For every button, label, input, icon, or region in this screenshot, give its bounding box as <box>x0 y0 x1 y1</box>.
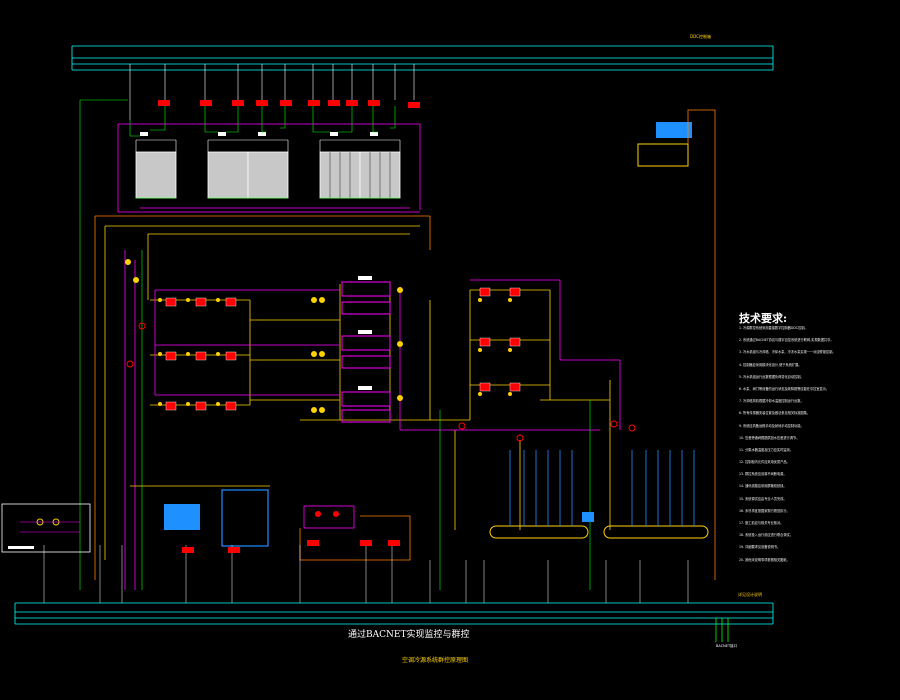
list-item: 4. 控制器应采用模块化设计,便于系统扩展。 <box>739 362 802 367</box>
list-item: 17. 施工前应与相关专业核对。 <box>739 521 784 525</box>
list-item: 8. 所有传感器安装位置及做法参见相关标准图集。 <box>739 411 810 416</box>
bottom-ddc-bus <box>14 602 774 625</box>
cooling-tower-icon <box>135 132 401 199</box>
list-item: 18. 系统投入运行前应进行联合调试。 <box>739 533 793 538</box>
header-icon <box>489 512 709 539</box>
pump-icon <box>165 287 521 411</box>
corner-label: DDC控制箱 <box>690 34 711 39</box>
list-item: 19. 详细要求见设备说明书。 <box>739 545 781 550</box>
header-branch-sensors <box>509 450 695 526</box>
list-item: 1. 冷源群控系统采用直接数字控制器DDC控制。 <box>739 326 808 330</box>
sensor-icon <box>126 322 636 442</box>
list-item: 6. 水泵、阀门等设备的运行状态及故障报警应能在中控室显示。 <box>739 386 830 391</box>
technical-requirements-title: 技术要求: <box>739 312 788 325</box>
list-item: 2. 系统通过BACNET协议与楼宇自控系统进行联网,实现数据共享。 <box>739 338 834 343</box>
drawing-subtitle: 空调冷源系统群控原理图 <box>402 657 469 664</box>
chiller-labels <box>358 276 372 390</box>
list-item: 11. 分集水器温度及压力应实时监测。 <box>739 447 793 452</box>
pump-icon <box>299 505 411 561</box>
chilled-return-pipes <box>124 250 621 590</box>
list-item: 5. 冷水机组运行台数根据负荷变化自动控制。 <box>739 374 804 379</box>
legend-label: BACNET接口 <box>716 644 738 648</box>
top-ddc-bus <box>71 45 774 71</box>
cooling-supply-pipes <box>94 215 431 580</box>
list-item: 3. 冷水机组与冷却塔、冷却水泵、冷冻水泵实现一一对应联锁控制。 <box>739 350 836 355</box>
list-item: 10. 压差旁通阀根据供回水压差进行调节。 <box>739 435 800 440</box>
list-item: 9. 系统应具备远程手动及就地手动控制功能。 <box>739 423 804 428</box>
top-drop-lines <box>129 64 415 120</box>
bottom-note: 详见设计说明 <box>738 592 762 597</box>
valve-icon <box>125 259 512 413</box>
list-item: 14. 通讯线路应采用屏蔽双绞线。 <box>739 484 787 489</box>
list-item: 12. 控制柜内元件应采用优质产品。 <box>739 460 790 465</box>
bottom-drop-lines <box>43 545 689 603</box>
bacnet-legend <box>715 618 729 642</box>
list-item: 15. 系统调试应由专业人员完成。 <box>739 496 787 501</box>
tower-signal-lines <box>129 106 396 137</box>
drawing-title: 通过BACNET实现监控与群控 <box>348 630 470 640</box>
list-item: 13. 群控系统应设置不间断电源。 <box>739 472 787 477</box>
heat-exchanger-icon <box>130 485 270 547</box>
technical-requirements-list: 1. 冷源群控系统采用直接数字控制器DDC控制。 2. 系统通过BACNET协议… <box>739 326 889 570</box>
makeup-water-line <box>79 99 591 590</box>
expansion-tank <box>637 109 716 580</box>
cooling-return-pipes <box>117 123 421 213</box>
bottom-terminal-blocks <box>182 540 400 553</box>
top-terminal-blocks <box>158 100 420 108</box>
list-item: 16. 未尽事宜按国家现行规范执行。 <box>739 508 790 513</box>
list-item: 20. 其他未说明事项参照相关图纸。 <box>739 557 790 562</box>
chiller-icon <box>341 281 391 423</box>
list-item: 7. 冷却塔风机根据冷却水温度控制运行台数。 <box>739 399 804 404</box>
detail-inset <box>1 503 91 553</box>
